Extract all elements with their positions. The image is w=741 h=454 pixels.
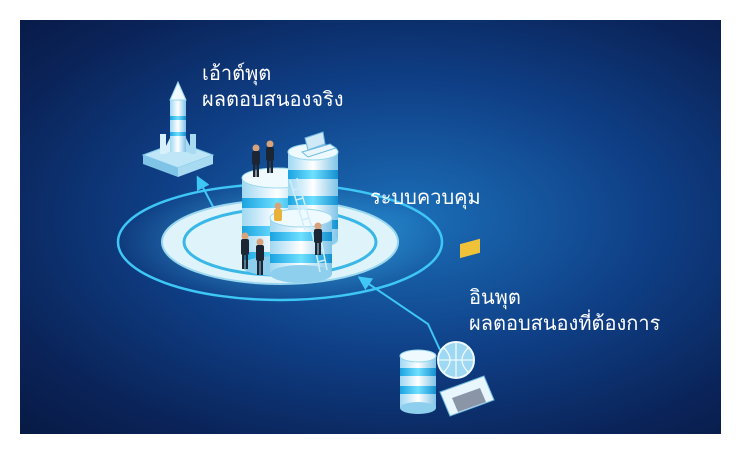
output-title: เอ้าต์พุต — [202, 61, 272, 85]
output-label: เอ้าต์พุต ผลตอบสนองจริง — [202, 60, 344, 112]
diagram-graphics — [115, 80, 495, 417]
laptop-database-icon — [399, 238, 495, 417]
rocket-icon — [141, 80, 215, 177]
input-label: อินพุต ผลตอบสนองที่ต้องการ — [469, 284, 660, 336]
arrow-input-to-control — [357, 276, 441, 351]
control-title: ระบบควบคุม — [370, 185, 481, 209]
output-description: ผลตอบสนองจริง — [202, 87, 344, 111]
input-description: ผลตอบสนองที่ต้องการ — [469, 311, 661, 335]
input-title: อินพุต — [469, 285, 521, 309]
diagram-canvas: เอ้าต์พุต ผลตอบสนองจริง ระบบควบคุม อินพุ… — [20, 20, 721, 434]
control-label: ระบบควบคุม — [370, 184, 481, 210]
server-stack-icon — [241, 131, 339, 283]
